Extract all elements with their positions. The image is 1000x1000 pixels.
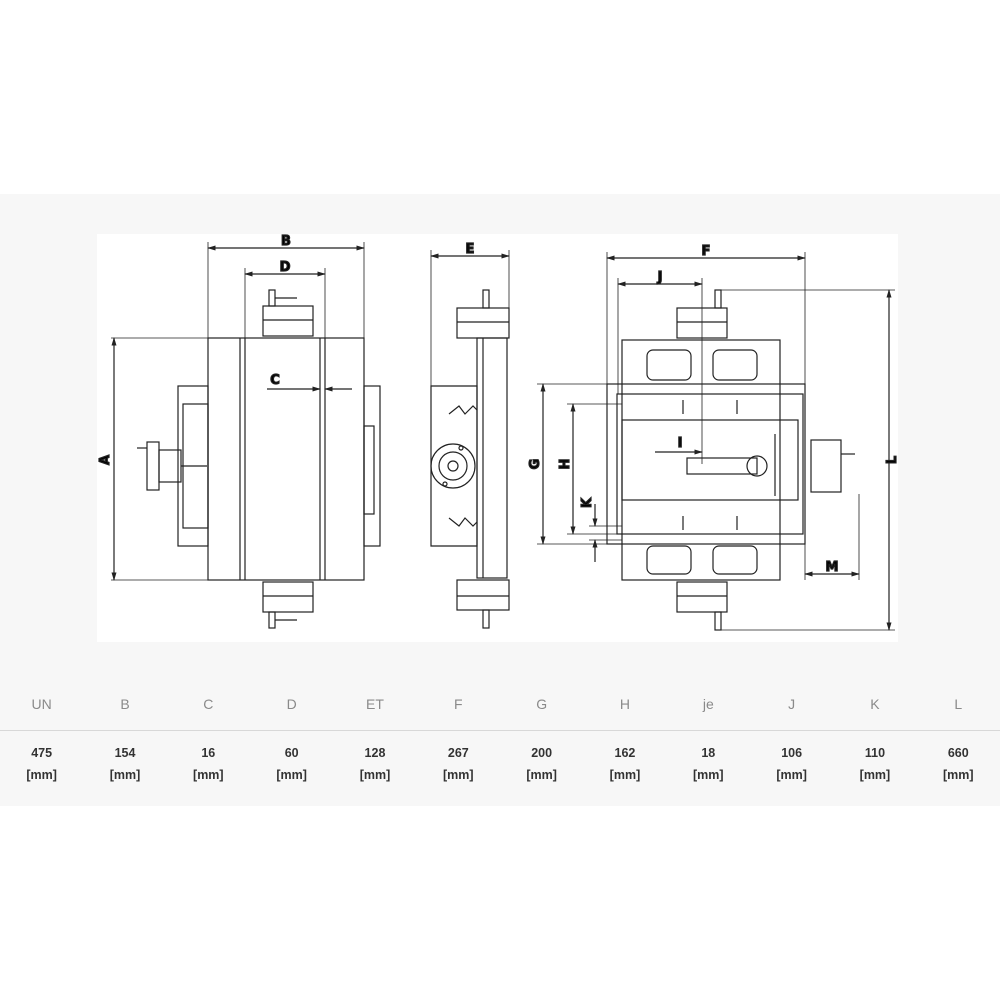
spec-header: H	[619, 696, 631, 712]
spec-header: je	[702, 696, 714, 712]
side-view	[430, 250, 510, 629]
spec-value: 660[mm]	[942, 746, 974, 782]
spec-value-row: 475[mm] 154[mm] 16[mm] 60[mm] 128[mm] 26…	[0, 742, 1000, 786]
dim-label-g: G	[528, 459, 543, 470]
spec-value: 200[mm]	[526, 746, 557, 782]
spec-value: 162[mm]	[609, 746, 641, 782]
dim-label-f: F	[702, 244, 711, 259]
dim-label-m: M	[826, 560, 839, 575]
dim-label-b: B	[281, 234, 291, 249]
dim-label-d: D	[280, 260, 291, 275]
spec-value: 110[mm]	[859, 746, 891, 782]
spec-header-row: UN B C D ET F G H je J K L	[0, 684, 1000, 724]
front-view	[111, 242, 381, 629]
spec-header: D	[286, 696, 297, 712]
technical-drawing: B D C A E F J I G H K L M	[97, 234, 898, 642]
spec-value: 154[mm]	[109, 746, 141, 782]
spec-header: G	[536, 696, 548, 712]
dim-label-l: L	[885, 456, 898, 464]
spec-header: UN	[31, 696, 52, 712]
spec-value: 106[mm]	[776, 746, 807, 782]
spec-header: L	[954, 696, 963, 712]
spec-header: C	[203, 696, 214, 712]
spec-header: F	[454, 696, 463, 712]
dim-label-j: J	[657, 270, 663, 285]
dim-label-a: A	[98, 455, 113, 465]
spec-value: 18[mm]	[693, 746, 724, 782]
dim-label-k: K	[580, 497, 595, 508]
spec-value: 267[mm]	[443, 746, 474, 782]
spec-header: B	[120, 696, 130, 712]
dim-label-i: I	[678, 436, 683, 451]
dim-label-c: C	[270, 373, 280, 388]
spec-header: K	[870, 696, 880, 712]
dim-label-h: H	[558, 459, 573, 470]
top-view	[537, 252, 895, 631]
spec-value: 128[mm]	[359, 746, 391, 782]
spec-header: ET	[366, 696, 384, 712]
spec-header: J	[788, 696, 796, 712]
spec-table: UN B C D ET F G H je J K L 475[mm] 154[m…	[0, 684, 1000, 782]
spec-value: 475[mm]	[26, 746, 57, 782]
spec-value: 16[mm]	[193, 746, 224, 782]
table-divider	[0, 730, 1000, 731]
spec-value: 60[mm]	[276, 746, 307, 782]
dim-label-e: E	[466, 242, 475, 257]
